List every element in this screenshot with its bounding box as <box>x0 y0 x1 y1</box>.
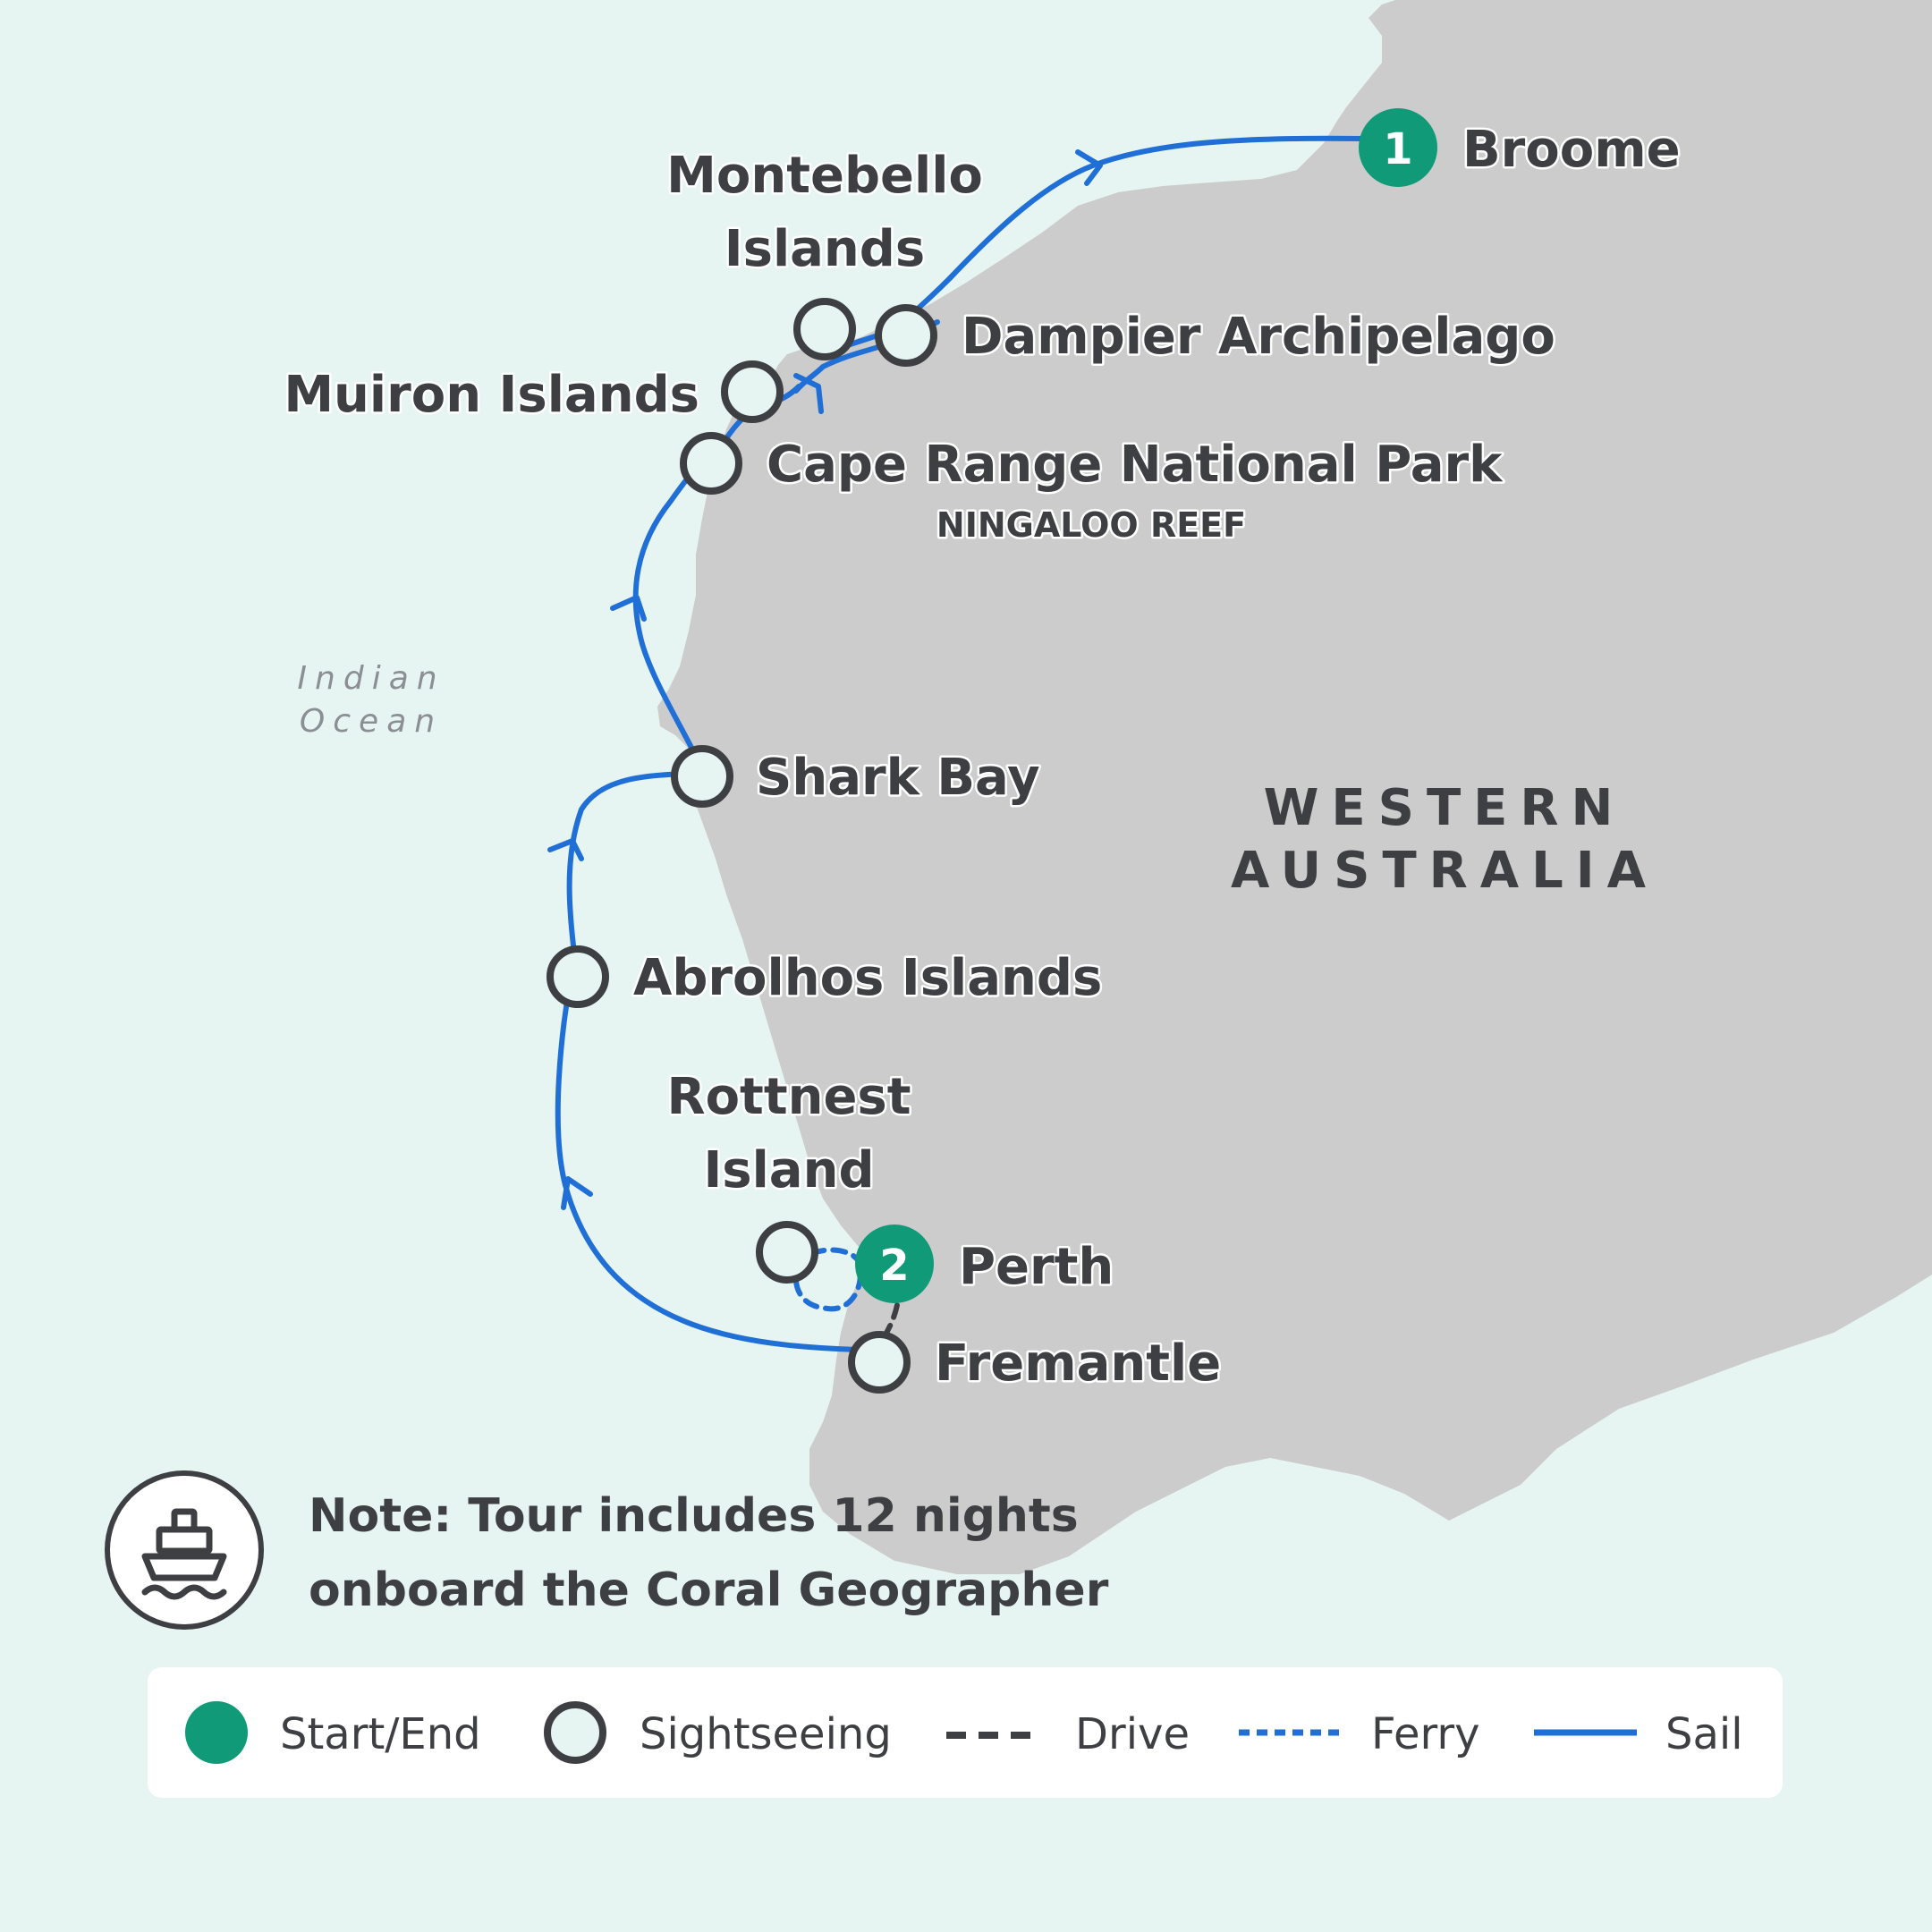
land-western-australia <box>657 0 1932 1574</box>
label-shark-bay: Shark Bay <box>756 749 1040 807</box>
route-direction-arrows <box>547 149 1103 1210</box>
marker-cape-range[interactable] <box>680 432 742 495</box>
legend-sightseeing-label: Sightseeing <box>640 1709 892 1759</box>
label-broome: Broome <box>1462 121 1681 179</box>
ferry-route <box>793 1247 863 1312</box>
region-label-line2: AUSTRALIA <box>1231 842 1658 900</box>
label-montebello-line2: Islands <box>724 220 925 278</box>
marker-montebello[interactable] <box>793 298 856 360</box>
tour-note: Note: Tour includes 12 nights onboard th… <box>105 1470 1109 1630</box>
marker-rottnest[interactable] <box>756 1221 818 1284</box>
legend-sightseeing-swatch <box>544 1701 606 1764</box>
label-ningaloo-reef: NINGALOO REEF <box>936 505 1246 545</box>
marker-number-broome: 1 <box>1383 124 1412 174</box>
marker-dampier[interactable] <box>875 304 937 367</box>
label-muiron: Muiron Islands <box>284 366 699 424</box>
marker-perth[interactable] <box>855 1224 934 1303</box>
ocean-label-line2: Ocean <box>300 703 443 740</box>
marker-fremantle[interactable] <box>848 1331 911 1394</box>
legend-sail-label: Sail <box>1665 1709 1743 1759</box>
region-label-line1: WESTERN <box>1264 779 1626 837</box>
label-dampier: Dampier Archipelago <box>962 308 1555 366</box>
label-rottnest-line1: Rottnest <box>666 1068 911 1126</box>
label-perth: Perth <box>959 1238 1114 1296</box>
legend-start-end-label: Start/End <box>280 1709 481 1759</box>
legend-ferry-label: Ferry <box>1371 1709 1480 1759</box>
label-cape-range: Cape Range National Park <box>767 436 1504 494</box>
ocean-label-line1: Indian <box>297 660 445 697</box>
stop-markers: 1 2 <box>547 108 1437 1394</box>
marker-shark-bay[interactable] <box>671 745 733 808</box>
marker-broome[interactable] <box>1359 108 1437 187</box>
ship-icon <box>141 1508 227 1600</box>
marker-number-perth: 2 <box>879 1241 909 1291</box>
label-montebello-line1: Montebello <box>666 147 983 205</box>
marker-abrolhos[interactable] <box>547 945 609 1008</box>
marker-muiron[interactable] <box>721 360 784 423</box>
legend-drive-label: Drive <box>1075 1709 1190 1759</box>
legend-start-end-swatch <box>185 1701 248 1764</box>
label-rottnest-line2: Island <box>703 1141 874 1199</box>
note-line1: Note: Tour includes 12 nights <box>309 1489 1079 1543</box>
label-abrolhos: Abrolhos Islands <box>633 949 1102 1007</box>
legend: Start/End Sightseeing Drive Ferry Sail <box>148 1667 1783 1798</box>
label-fremantle: Fremantle <box>935 1335 1221 1393</box>
note-line2: onboard the Coral Geographer <box>309 1563 1109 1617</box>
